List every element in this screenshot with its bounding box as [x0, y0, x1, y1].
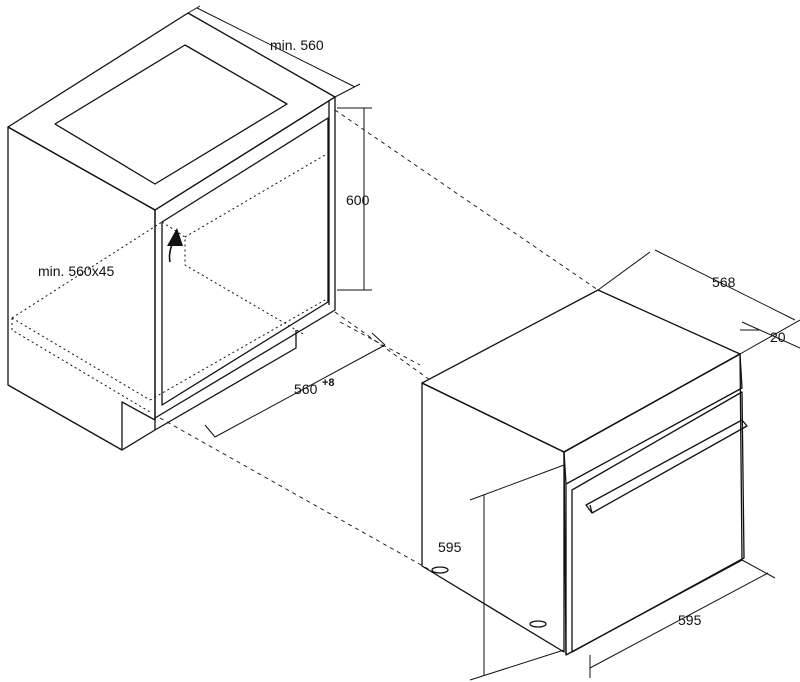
cabinet-top-opening [54, 44, 288, 185]
label-oven-height: 595 [438, 539, 462, 555]
label-oven-width: 595 [678, 612, 702, 628]
oven-side [421, 382, 565, 653]
oven-door [571, 391, 745, 653]
label-ventilation: min. 560x45 [38, 263, 114, 279]
cabinet-niche [161, 117, 329, 406]
oven-control-panel [563, 353, 743, 485]
label-niche-width: 560 [294, 381, 318, 397]
oven-top [421, 289, 741, 453]
niche-guides [11, 154, 326, 413]
cabinet-plinth [121, 330, 297, 451]
cabinet-side [7, 126, 156, 451]
ventilation-arrow-icon [167, 228, 183, 263]
label-niche-width-tolerance: +8 [322, 377, 335, 389]
cabinet [7, 12, 336, 451]
oven-front [563, 353, 743, 656]
cabinet-front-frame [154, 96, 336, 419]
label-oven-depth: 568 [712, 274, 736, 290]
label-oven-front-depth: 20 [770, 329, 786, 345]
label-cabinet-height: 600 [346, 192, 370, 208]
oven-door-handle [585, 419, 748, 514]
dimension-lines [187, 5, 800, 681]
oven [421, 289, 748, 656]
label-cabinet-depth: min. 560 [270, 37, 324, 53]
